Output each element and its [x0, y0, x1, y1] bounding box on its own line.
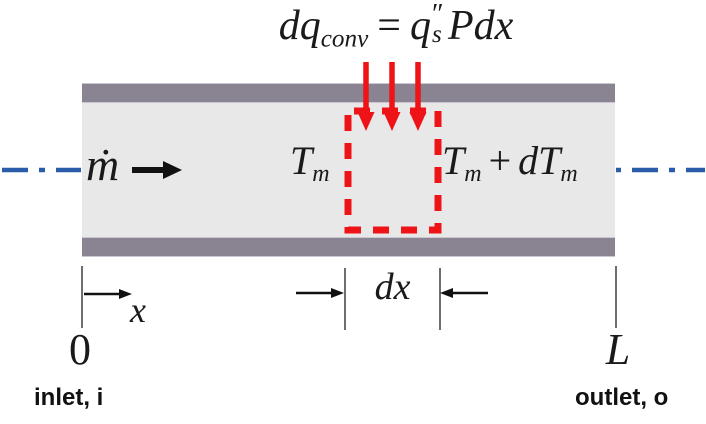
inlet-caption: inlet, i	[34, 384, 104, 411]
equals-sign: =	[377, 3, 401, 49]
heat-arrow-head	[409, 112, 427, 131]
heat-arrow-head	[383, 112, 401, 131]
tm-right-sub2: m	[560, 161, 578, 188]
mass-flow-rate-label: ṁ	[86, 139, 120, 190]
tm-left-T: T	[290, 138, 313, 183]
x-coordinate-label: x	[130, 290, 146, 330]
flow-arrow-icon	[132, 161, 182, 179]
outlet-caption: outlet, o	[575, 384, 669, 411]
heat-arrow-head	[357, 112, 375, 131]
plus-sign: +	[488, 138, 512, 183]
dx-right-arrow-icon	[440, 288, 488, 298]
q-prime-sub-stack: ″s	[431, 0, 448, 49]
tube-length-label: L	[605, 325, 631, 374]
tm-left-sub: m	[312, 161, 330, 188]
equation-lhs-subscript: conv	[320, 25, 369, 53]
surface-subscript: s	[431, 21, 442, 49]
tm-right-dT: dT	[518, 138, 561, 183]
tm-right-sub: m	[464, 161, 482, 188]
equation-lhs: dq	[278, 3, 321, 49]
dx-label: dx	[374, 266, 411, 308]
dx-left-arrow-icon	[296, 288, 344, 298]
tube-wall-bottom	[82, 237, 615, 257]
tm-right-T: T	[442, 138, 465, 183]
origin-label: 0	[69, 325, 91, 374]
mean-temperature-label: Tm	[290, 138, 330, 188]
dimension-ticks	[81, 266, 617, 330]
exit-temperature-label: Tm+dTm	[442, 138, 578, 188]
heat-flux-arrows-icon	[357, 62, 427, 131]
double-prime: ″	[431, 0, 444, 30]
tube-wall-top	[82, 83, 615, 103]
x-axis-arrow-icon	[84, 289, 132, 299]
control-volume-dashed-box	[344, 107, 442, 234]
equation-rhs-q: q	[409, 3, 431, 49]
equation-rhs-tail: Pdx	[447, 3, 514, 49]
